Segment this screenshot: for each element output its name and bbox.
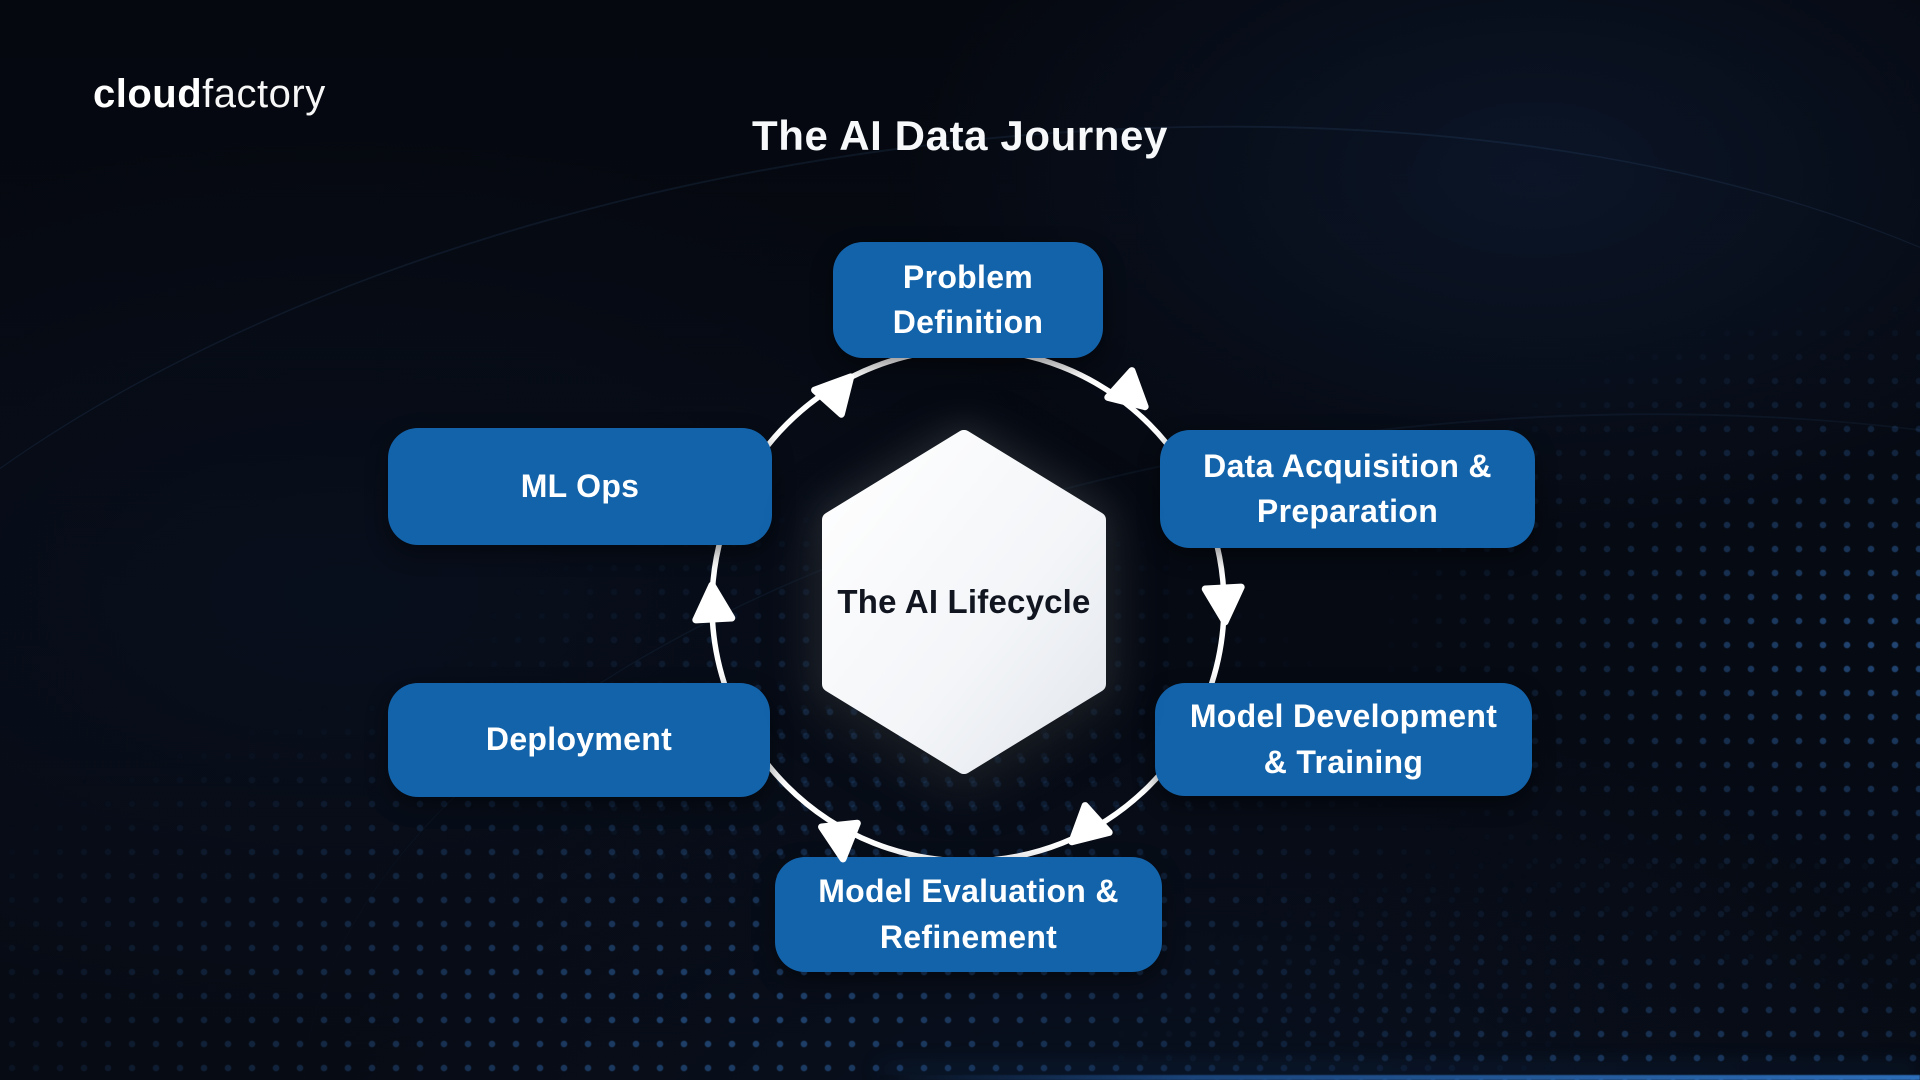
arrow-right-icon [1205,587,1243,623]
stage-label-line: Preparation [1256,493,1439,529]
arrow-left-icon [694,584,732,620]
stage-label-line: ML Ops [520,467,640,504]
page-title: The AI Data Journey [752,112,1168,159]
stage-deployment: Deployment [388,683,770,797]
stage-label-line: Refinement [879,918,1058,955]
stage-model-evaluation-refinement: Model Evaluation & Refinement [775,857,1162,972]
stage-label-line: Deployment [485,721,673,758]
stage-label-line: Model Development [1189,698,1498,735]
cloudfactory-logo: cloudfactory [93,72,326,117]
bottom-edge-glow [880,1075,1920,1080]
arrow-bottom-left-icon [822,823,861,861]
stage-label-line: Data Acquisition & [1203,447,1492,484]
center-label: The AI Lifecycle [837,583,1091,620]
stage-ml-ops: ML Ops [388,428,772,545]
stage-label-line: & Training [1263,743,1424,780]
arrow-bottom-right-icon [1060,806,1109,856]
stage-data-acquisition-preparation: Data Acquisition & Preparation [1160,430,1535,548]
logo-bold-text: cloud [93,72,203,116]
stage-label-line: Problem [902,258,1034,295]
arrow-top-left-icon [815,365,865,414]
center-hexagon: The AI Lifecycle [820,428,1108,776]
logo-light-text: factory [202,72,326,116]
arrow-top-right-icon [1108,371,1157,421]
stage-label-line: Model Evaluation & [818,873,1119,910]
stage-problem-definition: Problem Definition [833,242,1103,358]
stage-label-line: Definition [892,304,1044,340]
stage-model-development-training: Model Development & Training [1155,683,1532,796]
